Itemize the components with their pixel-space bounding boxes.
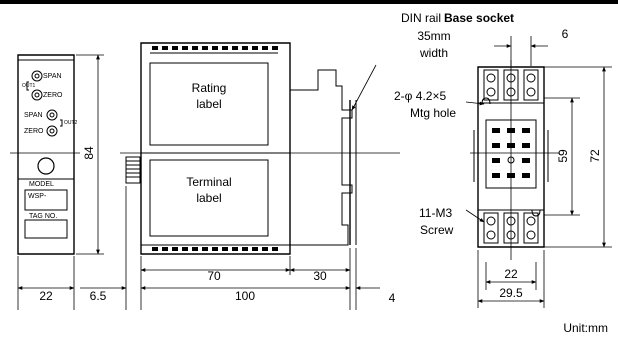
vent-slots [152,46,278,251]
model-value: WSP- [28,193,47,200]
span-label-2: SPAN [24,112,43,119]
vent-slot [202,247,208,251]
side-view [120,43,400,254]
tag-label: TAG NO. [29,213,57,220]
vent-slot [152,46,158,50]
front-width-text: 22 [39,289,53,303]
mount-hole-bottom [532,210,540,216]
knob-offset-text: 6.5 [90,289,107,303]
vent-slot [252,247,258,251]
body-width-text: 100 [235,289,255,303]
vent-slot [162,46,168,50]
vent-slot [182,46,188,50]
socket-dims [477,36,612,308]
vent-slot [252,46,258,50]
terminal-label-box [150,160,268,236]
socket-height-text: 72 [588,149,602,163]
rating-label-line1: Rating [192,81,227,95]
vent-slot [182,247,188,251]
zero-label-2: ZERO [24,128,44,135]
vent-slot [202,46,208,50]
vent-slot [172,46,178,50]
vent-slot [272,247,278,251]
out2-label: OUT2 [64,120,78,126]
label-width-text: 70 [207,269,221,283]
terminal-label-line2: label [196,191,221,205]
front-height-text: 84 [82,146,96,160]
rail-depth-text: 4 [389,291,396,305]
top-border [0,0,618,4]
front-panel-texts: SPAN OUT1 ZERO SPAN OUT2 ZERO MODEL WSP-… [22,73,78,220]
rating-label-line2: label [196,97,221,111]
vent-slot [172,247,178,251]
hole-spacing-text: 59 [556,149,570,163]
vent-slot [222,46,228,50]
socket-width-text: 29.5 [499,286,523,300]
vent-slot [152,247,158,251]
vent-slot [162,247,168,251]
mtg-hole-line2: Mtg hole [410,106,456,120]
terminal-label-line1: Terminal [186,175,231,189]
mtg-hole-line1: 2-φ 4.2×5 [394,89,446,103]
din-rail-line1: DIN rail [401,11,441,25]
vent-slot [262,247,268,251]
front-knob [38,158,54,174]
out1-label: OUT1 [22,83,36,89]
din-rail-clip [290,70,352,245]
unit-label: Unit:mm [563,321,608,335]
din-rail-line2: 35mm [417,29,450,43]
socket-callouts [466,102,485,222]
screw-line1: 11-M3 [419,206,452,220]
rating-label-box [150,63,268,145]
mount-hole-top [482,98,490,104]
span-label-1: SPAN [43,73,62,80]
vent-slot [192,247,198,251]
zero-label-1: ZERO [43,92,63,99]
vent-slot [212,46,218,50]
span-pot-1 [32,71,42,81]
model-label: MODEL [29,181,54,188]
front-view [10,55,80,254]
vent-slot [262,46,268,50]
side-body-outline [141,43,290,254]
tag-box [25,220,67,238]
vent-slot [192,46,198,50]
screw-line2: Screw [420,223,454,237]
din-rail-line3: width [419,46,448,60]
zero-pot-1 [32,90,42,100]
dim-front-height [76,54,104,255]
base-socket-title: Base socket [444,11,514,25]
front-panel-outline [18,55,74,254]
vent-slot [272,46,278,50]
vent-slot [222,247,228,251]
vent-slot [242,247,248,251]
side-labels: Rating label Terminal label [186,81,231,205]
model-box [25,190,67,210]
socket-inner-width-text: 22 [504,267,518,281]
vent-slot [212,247,218,251]
rail-offset-text: 30 [313,269,327,283]
vent-slot [232,247,238,251]
din-rail-callout [352,65,376,111]
socket-pitch-text: 6 [562,27,569,41]
base-socket [470,60,560,260]
span-pot-2 [47,110,57,120]
vent-slot [232,46,238,50]
zero-pot-2 [47,126,57,136]
dim-bottom [17,186,380,310]
vent-slot [242,46,248,50]
